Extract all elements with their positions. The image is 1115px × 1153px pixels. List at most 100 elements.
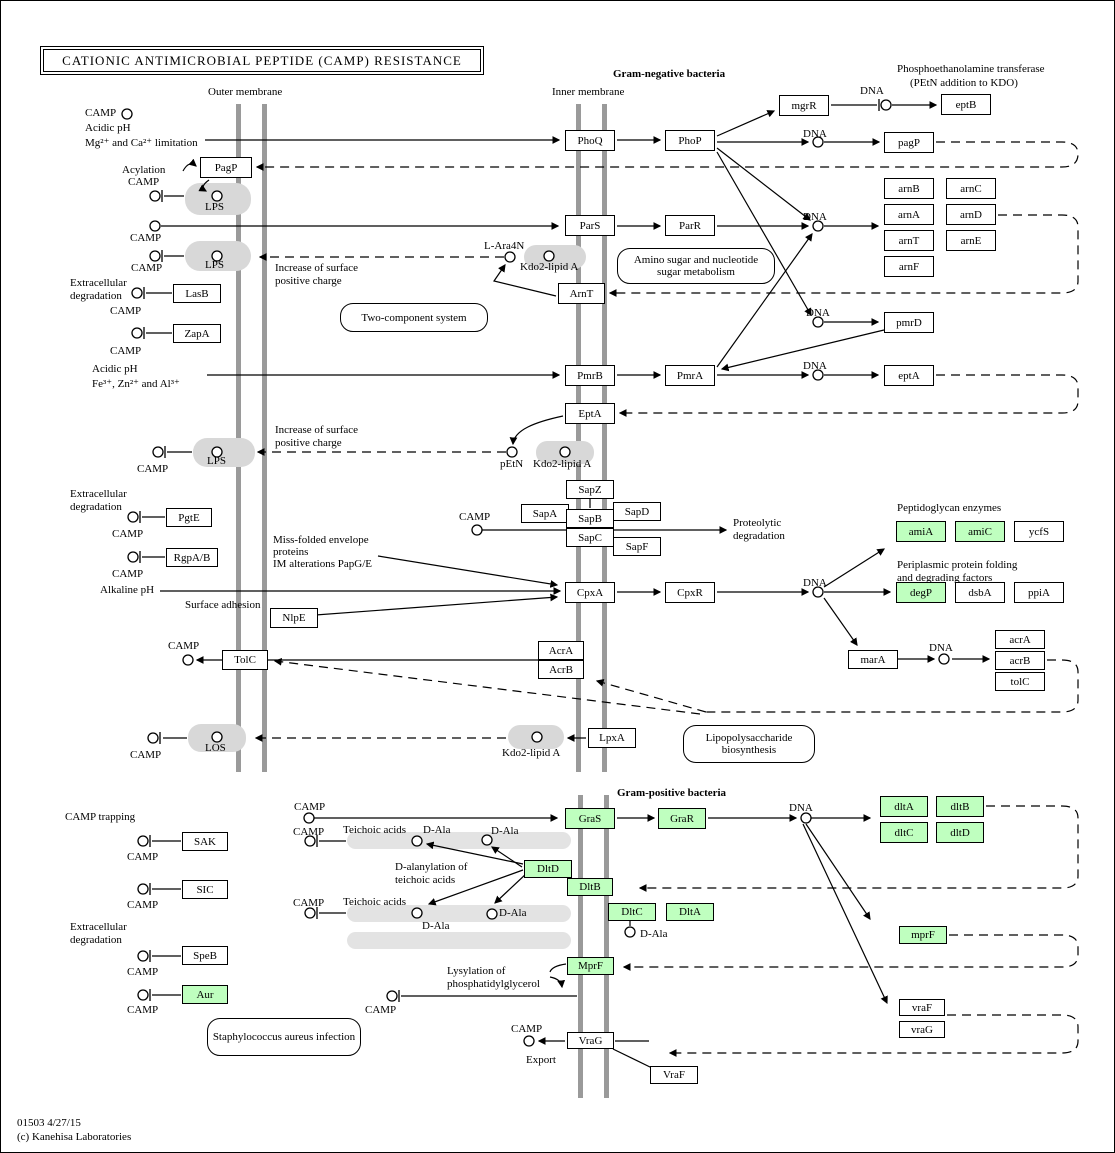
node-cpxa[interactable]: CpxA xyxy=(565,582,615,603)
surface-adhesion-label: Surface adhesion xyxy=(185,599,261,611)
node-ycfs[interactable]: ycfS xyxy=(1014,521,1064,542)
node-pagp-protein[interactable]: PagP xyxy=(200,157,252,178)
node-aur[interactable]: Aur xyxy=(182,985,228,1004)
camp-label: CAMP xyxy=(127,899,159,911)
node-rgpab[interactable]: RgpA/B xyxy=(166,548,218,567)
node-arnt-gene[interactable]: arnT xyxy=(884,230,934,251)
node-acra-gene[interactable]: acrA xyxy=(995,630,1045,649)
node-pagp-gene[interactable]: pagP xyxy=(884,132,934,153)
node-phoq[interactable]: PhoQ xyxy=(565,130,615,151)
node-dltd-protein[interactable]: DltD xyxy=(524,860,572,878)
node-acrb-gene[interactable]: acrB xyxy=(995,651,1045,670)
lipid-blobs xyxy=(185,183,594,949)
node-tolc-protein[interactable]: TolC xyxy=(222,650,268,670)
camp-label: CAMP xyxy=(131,262,163,274)
missfolded-label-1: Miss-folded envelope xyxy=(273,534,369,546)
d-alanylation-label: D-alanylation of teichoic acids xyxy=(395,861,468,886)
molecule-circles xyxy=(121,99,950,1047)
dna-label: DNA xyxy=(860,85,884,97)
node-pmrb[interactable]: PmrB xyxy=(565,365,615,386)
pathway-amino-sugar-metabolism[interactable]: Amino sugar and nucleotide sugar metabol… xyxy=(617,248,775,284)
camp-label: CAMP xyxy=(293,897,325,909)
node-acrb-protein[interactable]: AcrB xyxy=(538,660,584,679)
node-tolc-gene[interactable]: tolC xyxy=(995,672,1045,691)
pathway-lps-biosynthesis[interactable]: Lipopolysaccharide biosynthesis xyxy=(683,725,815,763)
node-grar[interactable]: GraR xyxy=(658,808,706,829)
teichoic-acids-label: Teichoic acids xyxy=(343,896,407,908)
node-dlta-protein[interactable]: DltA xyxy=(666,903,714,921)
node-arnd[interactable]: arnD xyxy=(946,204,996,225)
node-arne[interactable]: arnE xyxy=(946,230,996,251)
node-dsba[interactable]: dsbA xyxy=(955,582,1005,603)
node-ppia[interactable]: ppiA xyxy=(1014,582,1064,603)
node-dltc-gene[interactable]: dltC xyxy=(880,822,928,843)
node-vraf-gene[interactable]: vraF xyxy=(899,999,945,1016)
node-sapd[interactable]: SapD xyxy=(613,502,661,521)
node-vrag-gene[interactable]: vraG xyxy=(899,1021,945,1038)
node-sapb[interactable]: SapB xyxy=(566,509,614,528)
pathway-staph-infection[interactable]: Staphylococcus aureus infection xyxy=(207,1018,361,1056)
mg-ca-limitation-label: Mg²⁺ and Ca²⁺ limitation xyxy=(85,137,198,149)
node-epta-protein[interactable]: EptA xyxy=(565,403,615,424)
acylation-label: Acylation xyxy=(122,164,166,176)
node-arnc[interactable]: arnC xyxy=(946,178,996,199)
node-phop[interactable]: PhoP xyxy=(665,130,715,151)
d-ala-label: D-Ala xyxy=(640,928,668,940)
node-gras[interactable]: GraS xyxy=(565,808,615,829)
node-eptb[interactable]: eptB xyxy=(941,94,991,115)
node-vrag-protein[interactable]: VraG xyxy=(567,1032,614,1049)
peptidoglycan-enzymes-label: Peptidoglycan enzymes xyxy=(897,502,1002,514)
increase-surface-charge-label: Increase of surface positive charge xyxy=(275,262,359,287)
node-sak[interactable]: SAK xyxy=(182,832,228,851)
node-lpxa[interactable]: LpxA xyxy=(588,728,636,748)
acidic-ph-label: Acidic pH xyxy=(92,363,138,375)
teichoic-acids-label: Teichoic acids xyxy=(343,824,407,836)
camp-label: CAMP xyxy=(112,528,144,540)
solid-links xyxy=(142,101,991,1069)
node-arnb[interactable]: arnB xyxy=(884,178,934,199)
node-sic[interactable]: SIC xyxy=(182,880,228,899)
node-sapc[interactable]: SapC xyxy=(566,528,614,547)
periplasmic-factors-label: Periplasmic protein folding and degradin… xyxy=(897,559,1018,584)
camp-label: CAMP xyxy=(137,463,169,475)
d-ala-label: D-Ala xyxy=(423,824,451,836)
node-arnf[interactable]: arnF xyxy=(884,256,934,277)
node-dltb-gene[interactable]: dltB xyxy=(936,796,984,817)
node-degp[interactable]: degP xyxy=(896,582,946,603)
node-cpxr[interactable]: CpxR xyxy=(665,582,715,603)
node-dltc-protein[interactable]: DltC xyxy=(608,903,656,921)
pathway-title: CATIONIC ANTIMICROBIAL PEPTIDE (CAMP) RE… xyxy=(40,46,484,75)
node-mprf-gene[interactable]: mprF xyxy=(899,926,947,944)
node-mgrr[interactable]: mgrR xyxy=(779,95,829,116)
node-dlta-gene[interactable]: dltA xyxy=(880,796,928,817)
node-sapa[interactable]: SapA xyxy=(521,504,569,523)
node-epta-gene[interactable]: eptA xyxy=(884,365,934,386)
node-speb[interactable]: SpeB xyxy=(182,946,228,965)
camp-label: CAMP xyxy=(110,345,142,357)
node-lasb[interactable]: LasB xyxy=(173,284,221,303)
node-dltb-protein[interactable]: DltB xyxy=(567,878,613,896)
node-sapf[interactable]: SapF xyxy=(613,537,661,556)
export-label: Export xyxy=(526,1054,556,1066)
kdo2-lipid-a-label: Kdo2-lipid A xyxy=(533,458,592,470)
node-zapa[interactable]: ZapA xyxy=(173,324,221,343)
node-amia[interactable]: amiA xyxy=(896,521,946,542)
node-dltd-gene[interactable]: dltD xyxy=(936,822,984,843)
node-acra-protein[interactable]: AcrA xyxy=(538,641,584,660)
node-pmrd[interactable]: pmrD xyxy=(884,312,934,333)
pathway-two-component-system[interactable]: Two-component system xyxy=(340,303,488,332)
node-parr[interactable]: ParR xyxy=(665,215,715,236)
node-arnt-protein[interactable]: ArnT xyxy=(558,283,605,304)
node-nlpe[interactable]: NlpE xyxy=(270,608,318,628)
node-vraf-protein[interactable]: VraF xyxy=(650,1066,698,1084)
node-arna[interactable]: arnA xyxy=(884,204,934,225)
node-sapz[interactable]: SapZ xyxy=(566,480,614,499)
node-pmra[interactable]: PmrA xyxy=(665,365,715,386)
node-pgte[interactable]: PgtE xyxy=(166,508,212,527)
node-mara[interactable]: marA xyxy=(848,650,898,669)
node-amic[interactable]: amiC xyxy=(955,521,1005,542)
missfolded-label-2: proteins xyxy=(273,546,309,558)
node-mprf-protein[interactable]: MprF xyxy=(567,957,614,975)
node-pars[interactable]: ParS xyxy=(565,215,615,236)
